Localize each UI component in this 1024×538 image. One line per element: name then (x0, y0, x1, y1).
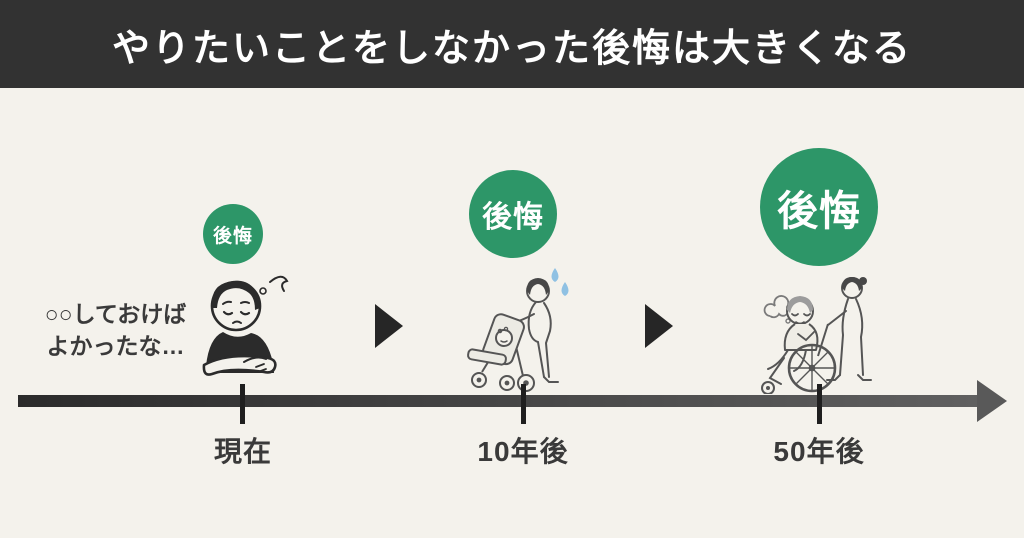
regret-badge-50-years: 後悔 (760, 148, 878, 266)
timeline-axis (18, 395, 978, 407)
tick-10-years (521, 384, 526, 424)
time-label-50-years: 50年後 (773, 436, 865, 467)
regret-badge-label: 後悔 (212, 225, 253, 247)
speech-line-2: よかったな… (46, 333, 185, 360)
time-label-now: 現在 (213, 436, 272, 467)
regret-badge-label: 後悔 (482, 201, 544, 234)
tick-50-years (817, 384, 822, 424)
regret-badge-10-years: 後悔 (469, 170, 557, 258)
speech-text: ○○しておけば よかったな… (18, 298, 213, 362)
time-label-10-years: 10年後 (477, 436, 569, 467)
tick-now (240, 384, 245, 424)
next-stage-arrow-icon (645, 304, 673, 348)
parent-with-stroller-illustration (467, 268, 569, 394)
sigh-cloud-icon (763, 295, 791, 324)
timeline-arrowhead-icon (977, 380, 1007, 422)
title-bar: やりたいことをしなかった後悔は大きくなる (0, 0, 1024, 88)
page-title: やりたいことをしなかった後悔は大きくなる (111, 27, 912, 70)
elderly-wheelchair-caregiver-illustration (761, 277, 872, 394)
regret-badge-now: 後悔 (203, 204, 263, 264)
speech-line-1: ○○しておけば (44, 301, 187, 327)
next-stage-arrow-icon (375, 304, 403, 348)
regret-badge-label: 後悔 (777, 188, 861, 234)
sweat-drops-icon (551, 268, 569, 296)
sad-person-illustration (202, 275, 289, 376)
